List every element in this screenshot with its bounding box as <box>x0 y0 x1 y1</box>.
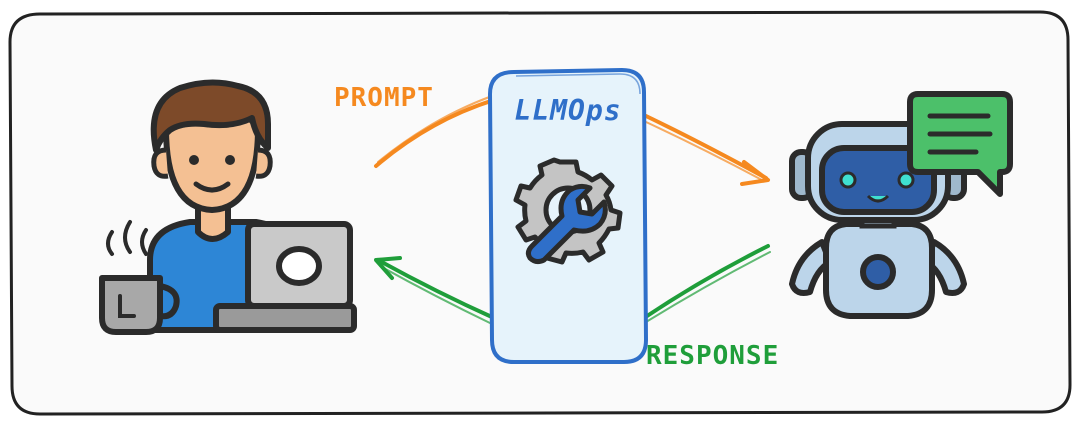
prompt-arrow-in <box>374 98 496 168</box>
chat-bubble-icon <box>907 91 1013 197</box>
response-arrow-out <box>374 256 496 325</box>
llmops-box: LLMOps <box>487 67 649 364</box>
response-arrow-in <box>642 244 770 320</box>
prompt-arrow-out <box>644 114 770 186</box>
llmops-title: LLMOps <box>514 94 621 127</box>
gear-wrench-icon <box>513 157 623 265</box>
prompt-label: PROMPT <box>334 83 434 113</box>
response-label: RESPONSE <box>646 341 779 371</box>
coffee-cup-icon <box>99 220 180 335</box>
laptop-icon <box>213 221 357 333</box>
